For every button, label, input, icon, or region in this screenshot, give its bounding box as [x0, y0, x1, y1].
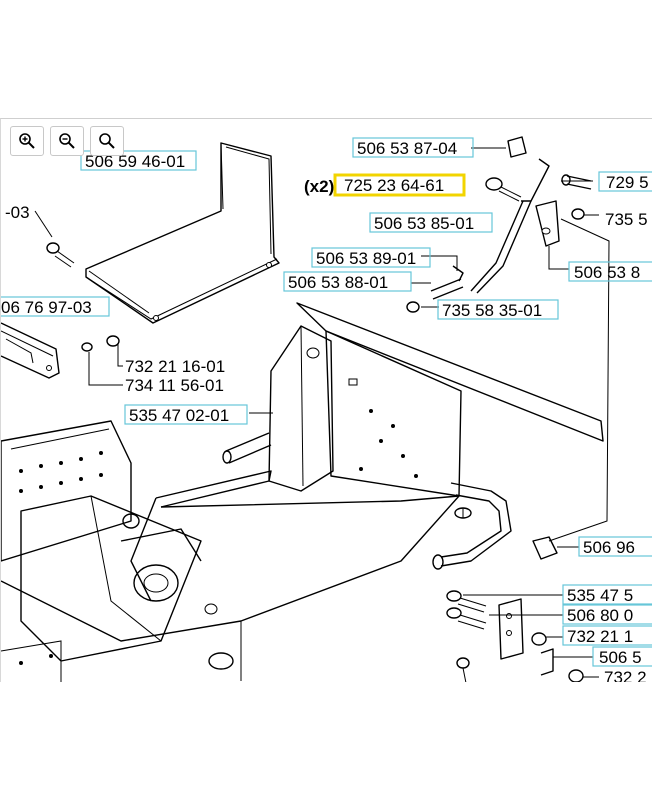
- label-506-53-85-01[interactable]: 506 53 85-01: [374, 214, 474, 233]
- diagram-viewer[interactable]: 506 59 46-01 -03 06 76 97-03 732 21 16-0…: [0, 118, 652, 682]
- label-506-53-89-01[interactable]: 506 53 89-01: [316, 249, 416, 268]
- label-cut-03[interactable]: -03: [5, 203, 30, 222]
- washers: [81, 335, 123, 386]
- label-734-11-56-01[interactable]: 734 11 56-01: [125, 376, 224, 395]
- label-535-47-02-01[interactable]: 535 47 02-01: [129, 406, 229, 425]
- label-729-5[interactable]: 729 5: [606, 173, 649, 192]
- left-bracket: [1, 322, 60, 379]
- label-box-506-59-46-01: [80, 150, 197, 171]
- zoom-toolbar: [10, 126, 124, 156]
- label-box-732-21-1: [562, 625, 652, 646]
- zoom-out-button[interactable]: [50, 126, 84, 156]
- label-506-53-8[interactable]: 506 53 8: [574, 263, 640, 282]
- label-732-21-1[interactable]: 732 21 1: [567, 627, 633, 646]
- tube: [222, 412, 273, 464]
- zoom-reset-button[interactable]: [90, 126, 124, 156]
- bolt-left: [34, 210, 75, 268]
- label-box-06-76-97-03: [1, 296, 110, 317]
- hardware-bolts: [446, 590, 599, 682]
- label-box-506-53-85-01: [369, 212, 493, 233]
- label-box-535-47-5: [562, 584, 652, 605]
- label-06-76-97-03[interactable]: 06 76 97-03: [1, 298, 92, 317]
- label-box-506-5: [592, 646, 652, 667]
- label-506-59-46-01[interactable]: 506 59 46-01: [85, 152, 185, 171]
- label-506-96[interactable]: 506 96: [583, 538, 635, 557]
- parts-diagram: 506 59 46-01 -03 06 76 97-03 732 21 16-0…: [1, 136, 652, 682]
- label-506-53-87-04[interactable]: 506 53 87-04: [357, 139, 457, 158]
- label-box-506-80-0: [562, 604, 652, 625]
- zoom-out-icon: [59, 133, 75, 149]
- side-body: [1, 420, 234, 682]
- zoom-in-button[interactable]: [10, 126, 44, 156]
- label-506-5[interactable]: 506 5: [599, 648, 642, 667]
- label-box-506-96: [578, 536, 652, 557]
- knob: [532, 536, 579, 560]
- label-box-506-53-87-04: [352, 137, 474, 158]
- label-box-506-53-88-01: [283, 271, 412, 292]
- label-535-47-5[interactable]: 535 47 5: [567, 586, 633, 605]
- label-box-735-58-35-01: [437, 299, 559, 320]
- handle-bar: [432, 482, 512, 570]
- zoom-in-icon: [19, 133, 35, 149]
- label-506-53-88-01[interactable]: 506 53 88-01: [288, 273, 388, 292]
- label-box-729-5: [598, 171, 652, 192]
- label-box-535-47-02-01: [124, 404, 248, 425]
- label-box-506-53-8: [568, 261, 652, 282]
- main-frame: [1, 302, 604, 681]
- label-506-80-0[interactable]: 506 80 0: [567, 606, 633, 625]
- connector-lines: [548, 218, 610, 542]
- part-labels: 506 59 46-01 -03 06 76 97-03 732 21 16-0…: [1, 137, 652, 682]
- label-732-21-16-01[interactable]: 732 21 16-01: [125, 357, 225, 376]
- cover-plate: [85, 142, 280, 324]
- label-725-23-64-61[interactable]: 725 23 64-61: [344, 176, 444, 195]
- label-box-506-53-89-01: [311, 247, 431, 268]
- label-732-2[interactable]: 732 2: [604, 668, 647, 682]
- lever-assembly: [406, 136, 599, 313]
- label-qty-x2: (x2): [304, 177, 334, 196]
- highlight-box-725-23-64-61: [333, 173, 466, 197]
- label-735-58-35-01[interactable]: 735 58 35-01: [442, 301, 542, 320]
- magnifier-icon: [99, 133, 115, 149]
- label-735-5[interactable]: 735 5: [605, 210, 648, 229]
